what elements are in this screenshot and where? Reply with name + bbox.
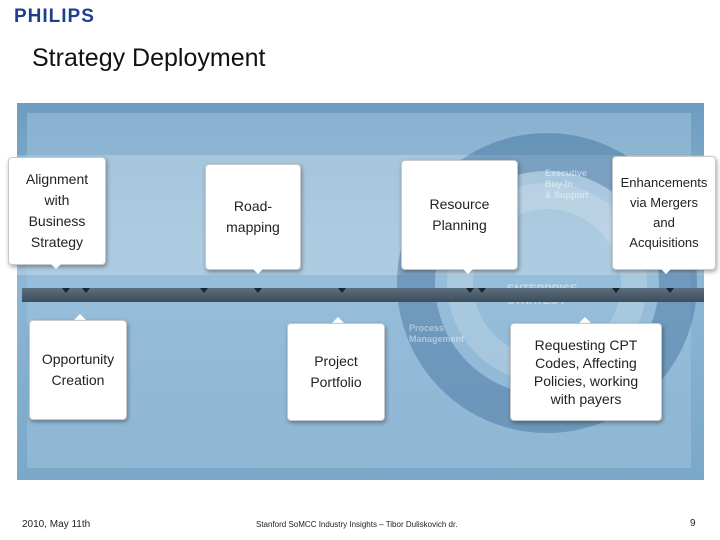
box-label: Enhancements via Mergers and Acquisition… xyxy=(620,175,708,250)
box-label: Requesting CPT Codes, Affecting Policies… xyxy=(533,337,639,407)
box-enhancements-mergers-acquisitions: Enhancements via Mergers and Acquisition… xyxy=(612,156,716,270)
pointer-down xyxy=(462,268,474,274)
timeline-bar xyxy=(22,288,704,302)
timeline-tick xyxy=(612,288,620,293)
timeline-tick xyxy=(200,288,208,293)
timeline-tick xyxy=(338,288,346,293)
timeline-tick xyxy=(666,288,674,293)
timeline-tick xyxy=(62,288,70,293)
box-roadmapping: Road- mapping xyxy=(205,164,301,270)
box-label: Alignment with Business Strategy xyxy=(25,171,89,250)
timeline-tick xyxy=(466,288,474,293)
pointer-down xyxy=(50,263,62,269)
box-label: Opportunity Creation xyxy=(41,351,115,388)
watermark-executive: Executive Buy-In & Support xyxy=(545,168,589,200)
box-requesting-cpt-codes: Requesting CPT Codes, Affecting Policies… xyxy=(510,323,662,421)
box-label: Road- mapping xyxy=(226,198,280,235)
watermark-process: Process Management xyxy=(409,323,465,344)
timeline-tick xyxy=(82,288,90,293)
philips-logo: PHILIPS xyxy=(14,6,95,27)
timeline-tick xyxy=(254,288,262,293)
box-alignment-business-strategy: Alignment with Business Strategy xyxy=(8,157,106,265)
box-label: Project Portfolio xyxy=(310,353,362,390)
box-resource-planning: Resource Planning xyxy=(401,160,518,270)
pointer-up xyxy=(332,317,344,323)
page-title: Strategy Deployment xyxy=(32,44,266,72)
page-number: 9 xyxy=(690,518,696,529)
footer-source: Stanford SoMCC Industry Insights – Tibor… xyxy=(256,520,458,529)
timeline-tick xyxy=(478,288,486,293)
footer-date: 2010, May 11th xyxy=(22,519,91,530)
box-label: Resource Planning xyxy=(429,196,490,233)
box-project-portfolio: Project Portfolio xyxy=(287,323,385,421)
pointer-down xyxy=(660,268,672,274)
pointer-up xyxy=(74,314,86,320)
box-opportunity-creation: Opportunity Creation xyxy=(29,320,127,420)
pointer-up xyxy=(579,317,591,323)
pointer-down xyxy=(252,268,264,274)
